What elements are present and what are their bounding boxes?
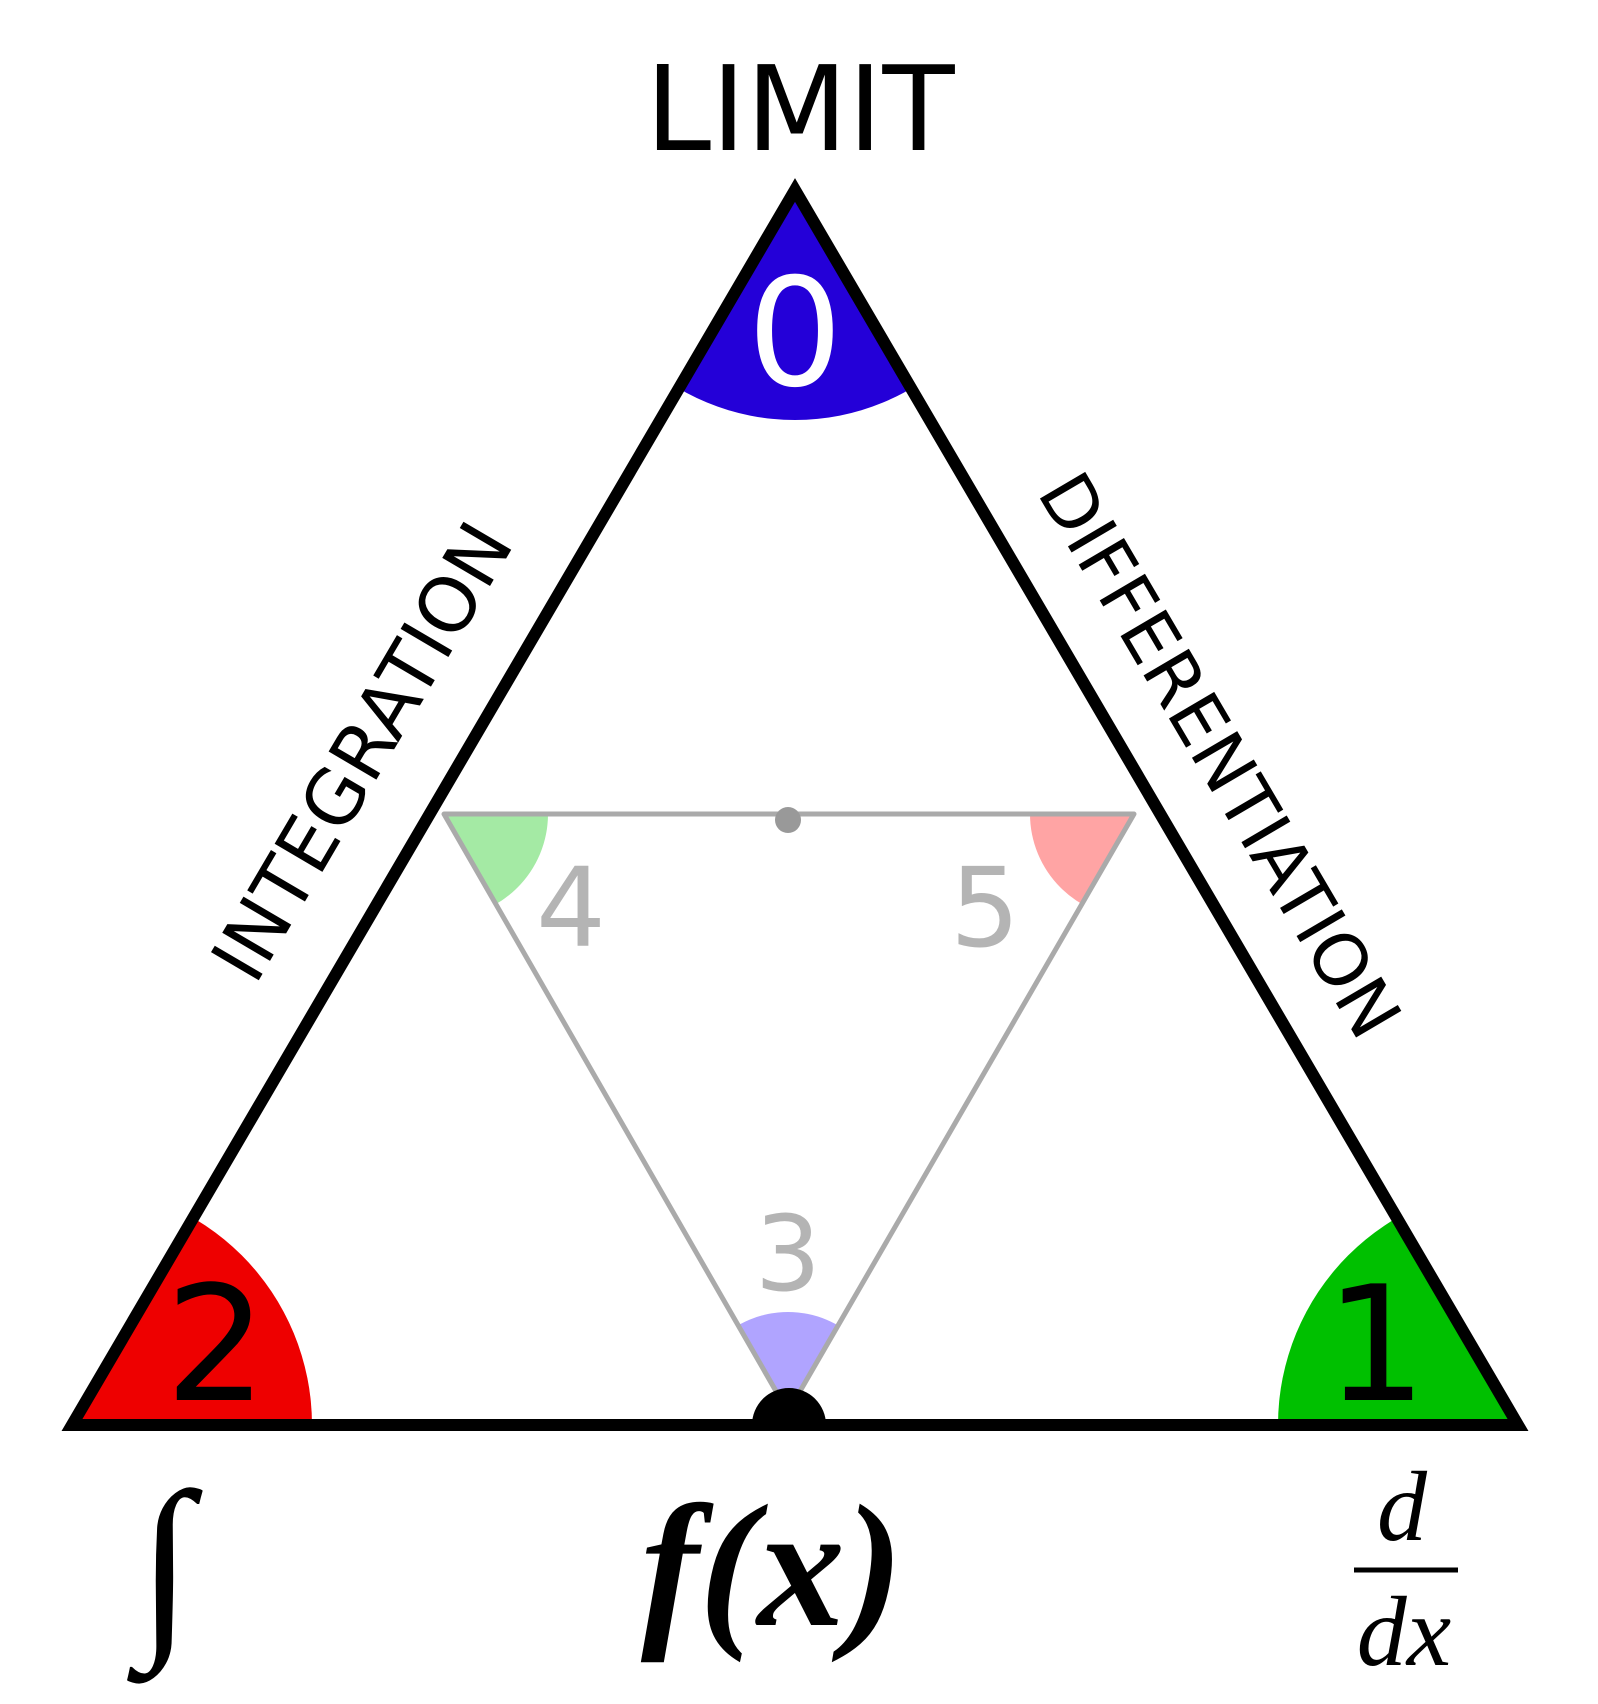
derivative-numerator: d — [1377, 1451, 1428, 1562]
inner-top-right-vertex-sector — [1030, 814, 1134, 918]
inner-bottom-label: 3 — [755, 1193, 821, 1315]
bottom-left-vertex-sector — [72, 1185, 312, 1425]
bottom-left-vertex-label: 2 — [165, 1251, 267, 1438]
inner-midpoint-dot — [775, 807, 801, 833]
differentiation-side-label: DIFFERENTIATION — [1022, 459, 1418, 1053]
inner-top-right-label: 5 — [950, 844, 1020, 972]
function-symbol: f(x) — [641, 1469, 903, 1663]
derivative-denominator: dx — [1357, 1576, 1451, 1687]
inner-top-left-vertex-sector — [444, 814, 548, 918]
bottom-right-vertex-label: 1 — [1325, 1251, 1427, 1438]
inner-top-left-label: 4 — [536, 844, 606, 972]
top-vertex-label: 0 — [747, 247, 842, 421]
bottom-midpoint-dot — [752, 1388, 826, 1425]
limit-title: LIMIT — [645, 40, 955, 178]
bottom-right-vertex-sector — [1278, 1185, 1518, 1425]
integral-symbol: ∫ — [127, 1453, 203, 1684]
